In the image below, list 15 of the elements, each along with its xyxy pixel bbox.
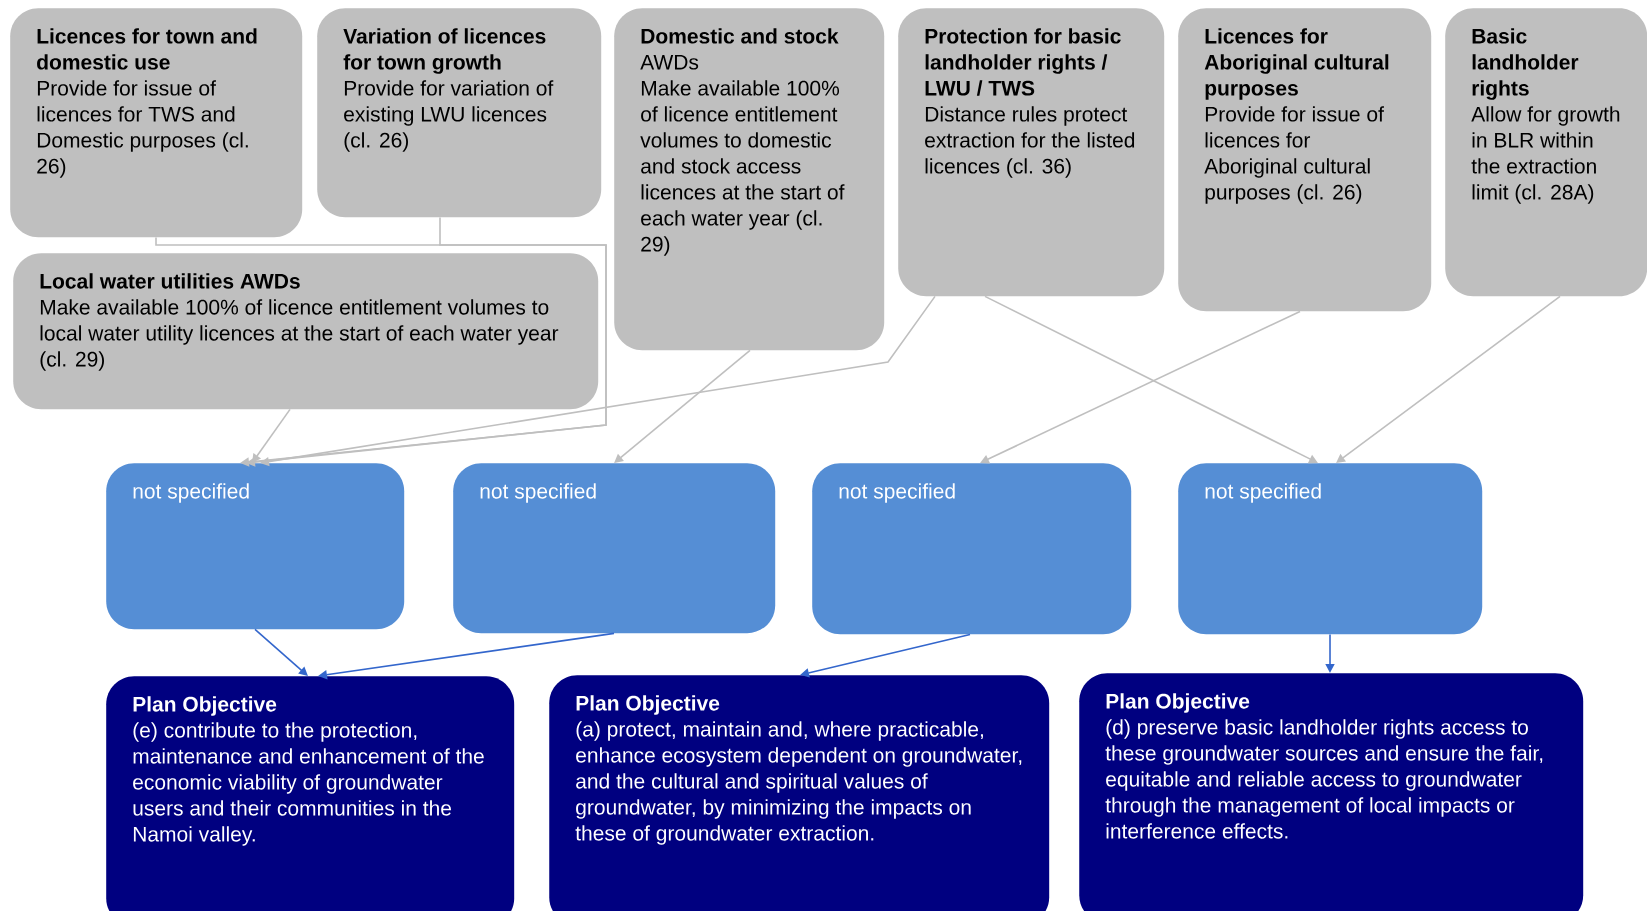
objective-box: Plan Objective (a) protect, maintain and, where practicable, enhance ecosystem dependent on groundwater, and the cultural and spiritual values of groundwater, by minimizing the impacts on these of groundwater extraction. — [549, 675, 1050, 911]
rule-box: Basic landholder rights Allow for growth in BLR within the extraction limit (cl. 28A) — [1445, 8, 1647, 297]
status-box: not specified — [453, 463, 776, 634]
arrow — [318, 632, 615, 680]
arrow — [1336, 295, 1561, 463]
arrow — [800, 633, 971, 678]
arrow — [614, 349, 751, 463]
status-box: not specified — [106, 463, 405, 630]
objective-box: Plan Objective (e) contribute to the protection, maintenance and enhancement of the economic viability of groundwater users and their communities in the Namoi valley. — [106, 676, 515, 911]
arrow — [252, 408, 291, 463]
arrow — [254, 628, 308, 676]
status-box: not specified — [812, 463, 1132, 635]
arrow — [260, 295, 936, 467]
objective-box: Plan Objective (d) preserve basic landholder rights access to these groundwater sources and ensure the fair, equitable and reliable access to groundwater through the management of local impacts or interference effects. — [1079, 673, 1584, 911]
status-box: not specified — [1178, 463, 1483, 635]
